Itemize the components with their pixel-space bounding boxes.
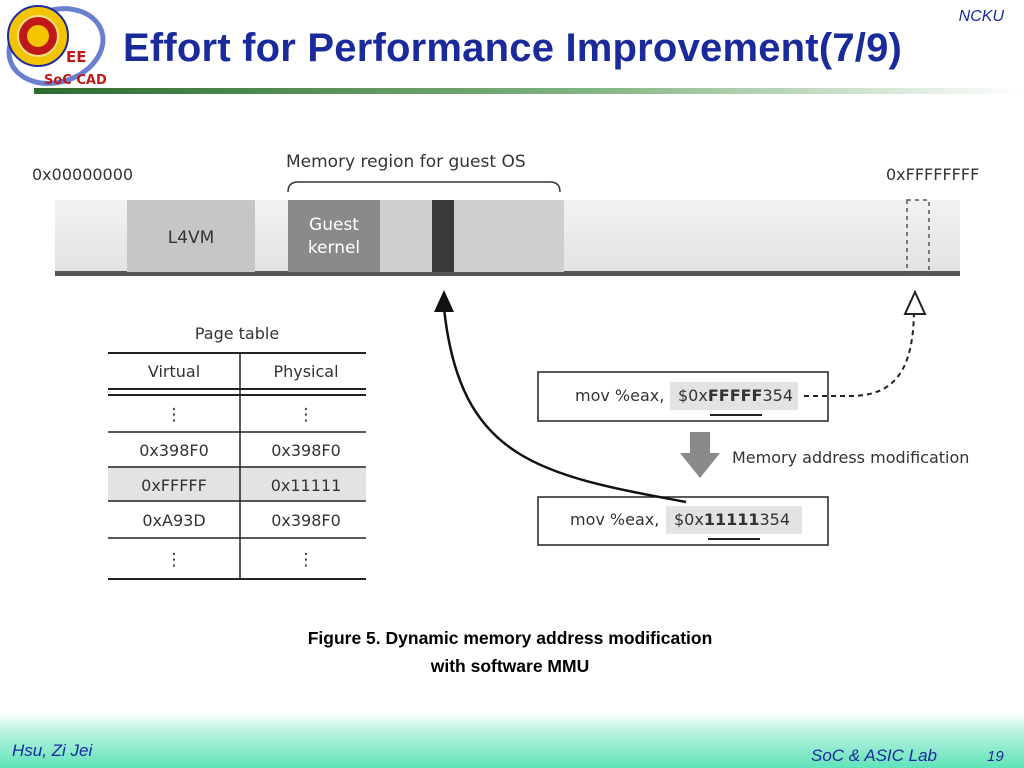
logo-graphic: EE SoC CAD [6, 5, 107, 88]
mapped-access-arrowhead [434, 290, 454, 312]
logo-soc-cad-text: SoC CAD [44, 73, 107, 88]
logo-ee-text: EE [66, 48, 87, 66]
org-label: NCKU [958, 8, 1004, 25]
guest-kernel-label-1: Guest [309, 215, 359, 235]
l4vm-block [127, 200, 255, 272]
l4vm-label: L4VM [168, 228, 215, 248]
page-table-header-virtual: Virtual [148, 362, 200, 381]
page-table-title: Page table [195, 324, 279, 343]
page-table-highlight-row [108, 467, 366, 501]
guest-region-block-2 [454, 200, 564, 272]
target-page-block [432, 200, 454, 272]
page-table-cell: 0x398F0 [139, 441, 209, 460]
guest-kernel-label-2: kernel [308, 238, 360, 258]
instruction-op-modified: mov %eax, [570, 510, 659, 529]
footer-band [0, 713, 1024, 768]
slide-title: Effort for Performance Improvement(7/9) [123, 26, 903, 70]
figure-caption-line-1: Figure 5. Dynamic memory address modific… [307, 628, 713, 648]
page-table-cell: 0x11111 [271, 476, 342, 495]
footer-lab: SoC & ASIC Lab [811, 746, 937, 765]
instruction-op-original: mov %eax, [575, 386, 664, 405]
original-page-outline [906, 199, 930, 273]
page-table-cell: 0xA93D [142, 511, 205, 530]
footer-author: Hsu, Zi Jei [12, 741, 93, 760]
memory-bar-shadow [55, 271, 960, 276]
region-label: Memory region for guest OS [286, 152, 526, 172]
page-table-cell: ⋮ [298, 550, 315, 570]
address-start-label: 0x00000000 [32, 165, 133, 184]
page-table-header-physical: Physical [273, 362, 338, 381]
figure-caption: Figure 5. Dynamic memory address modific… [250, 624, 770, 680]
page-number: 19 [987, 748, 1004, 765]
region-bracket [287, 181, 561, 193]
operand-highlight-original [670, 382, 798, 410]
figure-diagram: 0x00000000 0xFFFFFFFF Memory region for … [32, 152, 979, 580]
soc-cad-logo: EE SoC CAD [4, 2, 112, 88]
down-arrow-icon [680, 432, 720, 478]
page-table-cell: 0xFFFFF [141, 476, 207, 495]
title-divider [34, 88, 1024, 94]
figure-caption-line-2: with software MMU [430, 656, 590, 676]
original-access-arrow [804, 311, 915, 397]
page-table-cell: ⋮ [166, 550, 183, 570]
modification-label: Memory address modification [732, 448, 969, 467]
original-access-arrowhead [903, 289, 927, 315]
page-table-cell: ⋮ [166, 405, 183, 425]
address-end-label: 0xFFFFFFFF [886, 165, 979, 184]
page-table-cell: 0x398F0 [271, 511, 341, 530]
mapped-access-arrow [442, 307, 687, 504]
guest-kernel-block [288, 200, 380, 272]
guest-region-block [380, 200, 432, 272]
operand-highlight-modified [666, 506, 802, 534]
page-table-cell: ⋮ [298, 405, 315, 425]
operand-original: $0xFFFFF354 [678, 386, 793, 405]
page-table-cell: 0x398F0 [271, 441, 341, 460]
operand-modified: $0x11111354 [674, 510, 790, 529]
